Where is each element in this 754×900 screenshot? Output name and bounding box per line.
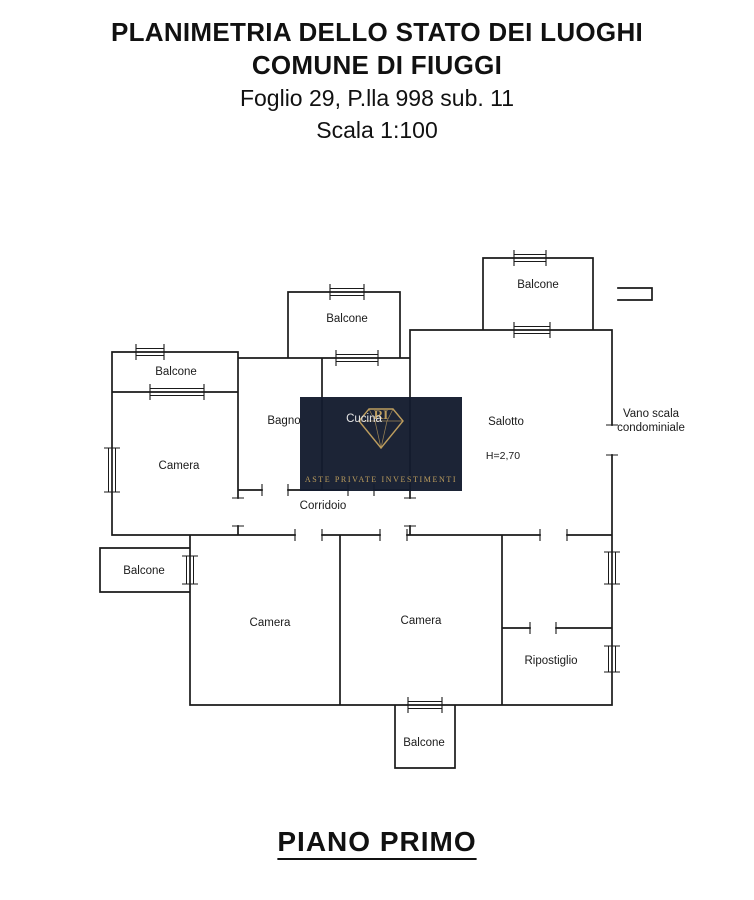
room-label-camera-top-left: Camera bbox=[158, 460, 200, 472]
room-height-annotation: H=2,70 bbox=[485, 450, 521, 462]
room-label-bagno: Bagno bbox=[267, 415, 301, 427]
document-title-line2: COMUNE DI FIUGGI bbox=[251, 50, 503, 80]
room-label-ripostiglio: Ripostiglio bbox=[524, 655, 578, 667]
room-label-camera-bottom-left: Camera bbox=[249, 617, 291, 629]
room-label-balcone-left: Balcone bbox=[123, 565, 165, 577]
watermark-caption: ASTE PRIVATE INVESTIMENTI bbox=[304, 475, 458, 484]
room-label-balcone-top-right: Balcone bbox=[517, 279, 559, 291]
vano-scala-line2: condominiale bbox=[617, 422, 685, 434]
room-label-balcone-top-left: Balcone bbox=[155, 366, 197, 378]
room-label-balcone-top-middle: Balcone bbox=[326, 313, 368, 325]
window-ticks bbox=[104, 250, 620, 713]
document-title-line1: PLANIMETRIA DELLO STATO DEI LUOGHI bbox=[110, 17, 644, 47]
window-lines bbox=[108, 254, 616, 709]
room-label-vano-scala: Vano scala condominiale bbox=[606, 407, 696, 435]
floor-title: PIANO PRIMO bbox=[0, 826, 754, 858]
floor-title-text: PIANO PRIMO bbox=[277, 826, 477, 857]
scale-label: Scala 1:100 bbox=[316, 117, 438, 143]
room-label-camera-bottom-right: Camera bbox=[400, 615, 442, 627]
agency-watermark: RI ASTE PRIVATE INVESTIMENTI bbox=[300, 397, 462, 491]
room-label-balcone-bottom: Balcone bbox=[403, 737, 445, 749]
cadastral-reference: Foglio 29, P.lla 998 sub. 11 bbox=[239, 85, 515, 111]
vano-scala-line1: Vano scala bbox=[622, 408, 680, 420]
floorplan-walls bbox=[99, 257, 653, 769]
watermark-diamond-icon: RI bbox=[358, 407, 404, 450]
room-label-cucina: Cucina bbox=[346, 413, 382, 425]
document-header: PLANIMETRIA DELLO STATO DEI LUOGHI COMUN… bbox=[0, 16, 754, 146]
room-label-salotto: Salotto bbox=[488, 416, 524, 428]
room-label-corridoio: Corridoio bbox=[299, 500, 347, 512]
watermark-monogram: RI bbox=[374, 407, 388, 422]
